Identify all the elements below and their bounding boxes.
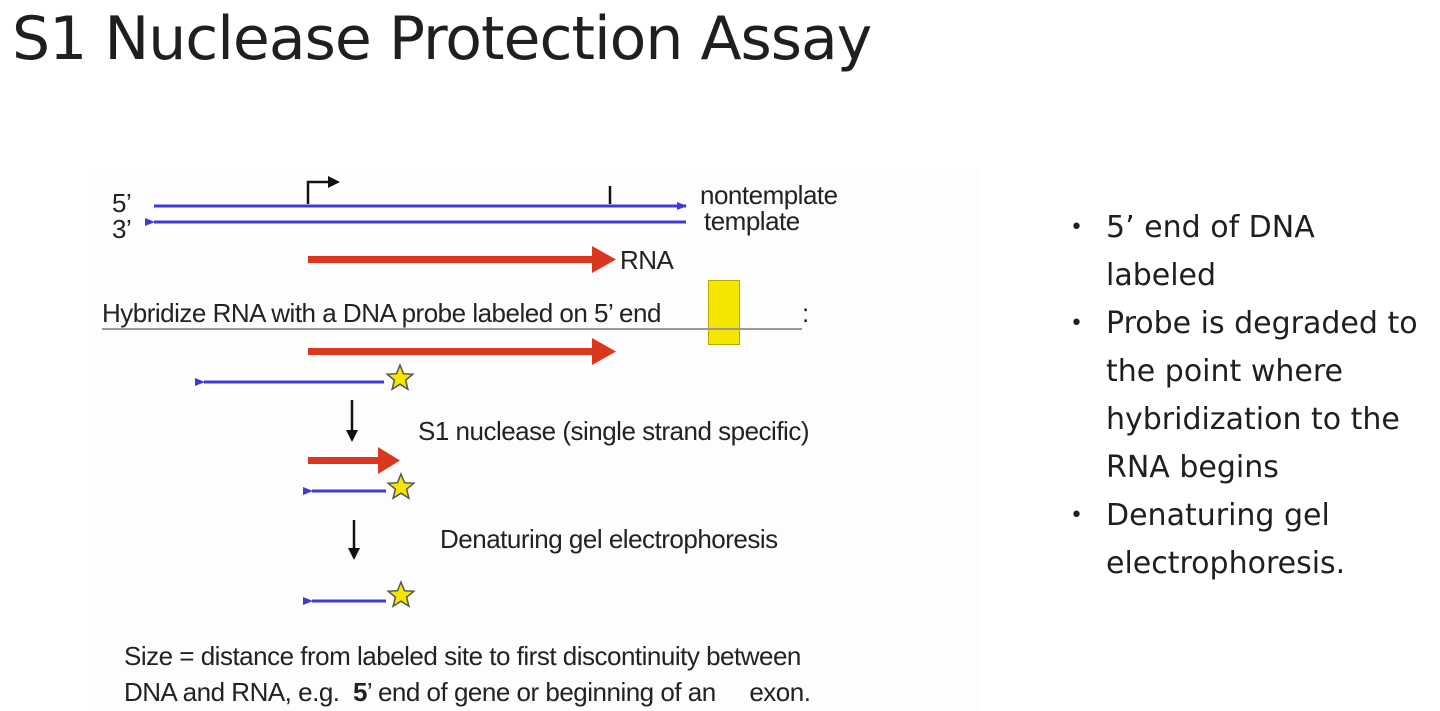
caption-line-2: DNA and RNA, e.g. 5’ end of gene or begi…	[124, 674, 974, 710]
label-rna: RNA	[620, 245, 674, 275]
yellow-highlight	[708, 280, 740, 345]
label-template: template	[704, 206, 800, 236]
bullet-item: • Probe is degraded to the point where hy…	[1064, 300, 1434, 492]
hybrid-rna-arrow	[308, 338, 616, 365]
bullet-item: • Denaturing gel electrophoresis.	[1064, 492, 1434, 588]
protected-rna-arrow	[308, 447, 400, 474]
caption-line-2-start: DNA and RNA, e.g.	[124, 677, 340, 707]
label-star-icon	[386, 471, 416, 500]
hybridize-colon: :	[802, 298, 809, 328]
bullet-dot-icon: •	[1070, 503, 1083, 528]
size-caption: Size = distance from labeled site to fir…	[124, 638, 974, 710]
bullet-dot-icon: •	[1070, 311, 1083, 336]
caption-line-2-end: exon.	[749, 677, 811, 707]
slide-title: S1 Nuclease Protection Assay	[12, 4, 872, 74]
diagram-svg	[102, 176, 802, 608]
bullet-text: Denaturing gel electrophoresis.	[1106, 498, 1346, 581]
gel-step-label: Denaturing gel electrophoresis	[440, 524, 778, 554]
bullet-text: Probe is degraded to the point where hyb…	[1106, 306, 1418, 485]
hybridize-text: Hybridize RNA with a DNA probe labeled o…	[102, 298, 661, 328]
assay-diagram: 5’ 3’ nontemplate template RNA Hybridize…	[90, 168, 980, 711]
down-arrow-icon	[348, 520, 360, 560]
bullet-dot-icon: •	[1070, 215, 1083, 240]
label-5prime: 5’	[112, 188, 132, 218]
bullet-item: • 5’ end of DNA labeled	[1064, 204, 1434, 300]
label-star-icon	[386, 579, 416, 608]
bullet-list: • 5’ end of DNA labeled • Probe is degrade…	[1064, 204, 1434, 588]
bullet-text: 5’ end of DNA labeled	[1106, 210, 1315, 293]
transcription-start-icon	[306, 176, 340, 204]
caption-line-1: Size = distance from labeled site to fir…	[124, 641, 801, 671]
down-arrow-icon	[346, 400, 358, 442]
label-3prime: 3’	[112, 214, 132, 244]
s1-step-label: S1 nuclease (single strand specific)	[418, 416, 809, 446]
caption-line-2-mid: ’ end of gene or beginning of an	[366, 677, 716, 707]
caption-five: 5	[352, 677, 367, 707]
label-star-icon	[385, 362, 415, 391]
rna-arrow	[308, 246, 616, 273]
label-nontemplate: nontemplate	[700, 180, 838, 210]
